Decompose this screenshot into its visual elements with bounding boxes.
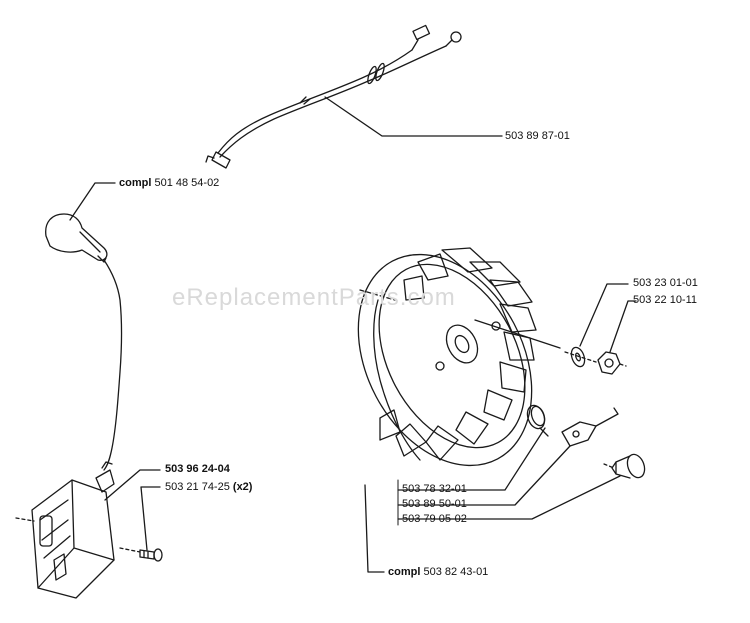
ignition-module-part <box>15 461 161 599</box>
flywheel-part <box>357 247 561 573</box>
callout-pawl[interactable]: 503 89 50-01 <box>402 498 467 511</box>
part-number: 503 82 43-01 <box>423 566 489 578</box>
part-number: 503 89 87-01 <box>505 130 570 142</box>
compl-prefix: compl <box>388 566 421 578</box>
washer-part <box>564 283 629 368</box>
part-number: 503 23 01-01 <box>633 277 698 289</box>
nut-part <box>597 300 637 375</box>
part-number: 503 21 74-25 <box>165 481 230 493</box>
callout-washer[interactable]: 503 23 01-01 <box>633 277 698 290</box>
wire-harness-part <box>205 24 503 169</box>
part-number: 503 78 32-01 <box>402 483 467 495</box>
part-number: 503 96 24-04 <box>165 463 230 475</box>
part-number: 503 22 10-11 <box>633 294 698 306</box>
watermark-text: eReplacementParts.com <box>172 284 456 311</box>
quantity: (x2) <box>232 481 253 493</box>
pawl-part <box>397 407 619 506</box>
part-number: 503 89 50-01 <box>402 498 467 510</box>
callout-spark-cap[interactable]: compl 501 48 54-02 <box>119 177 219 190</box>
callout-module-screw[interactable]: 503 21 74-25 (x2) <box>165 481 252 494</box>
part-number: 503 79 05-02 <box>402 513 467 525</box>
spark-cap-part <box>45 182 123 471</box>
callout-pawl-pin[interactable]: 503 79 05-02 <box>402 513 467 526</box>
pawl-pin-part <box>397 453 646 520</box>
spring-part <box>397 404 549 491</box>
callout-spring[interactable]: 503 78 32-01 <box>402 483 467 496</box>
callout-ignition-module[interactable]: 503 96 24-04 <box>165 463 230 476</box>
callout-nut[interactable]: 503 22 10-11 <box>633 294 697 307</box>
part-number: 501 48 54-02 <box>154 177 220 189</box>
compl-prefix: compl <box>119 177 152 189</box>
callout-wire-harness[interactable]: 503 89 87-01 <box>505 130 570 143</box>
module-screw-part <box>119 486 163 562</box>
callout-flywheel[interactable]: compl 503 82 43-01 <box>388 566 488 579</box>
